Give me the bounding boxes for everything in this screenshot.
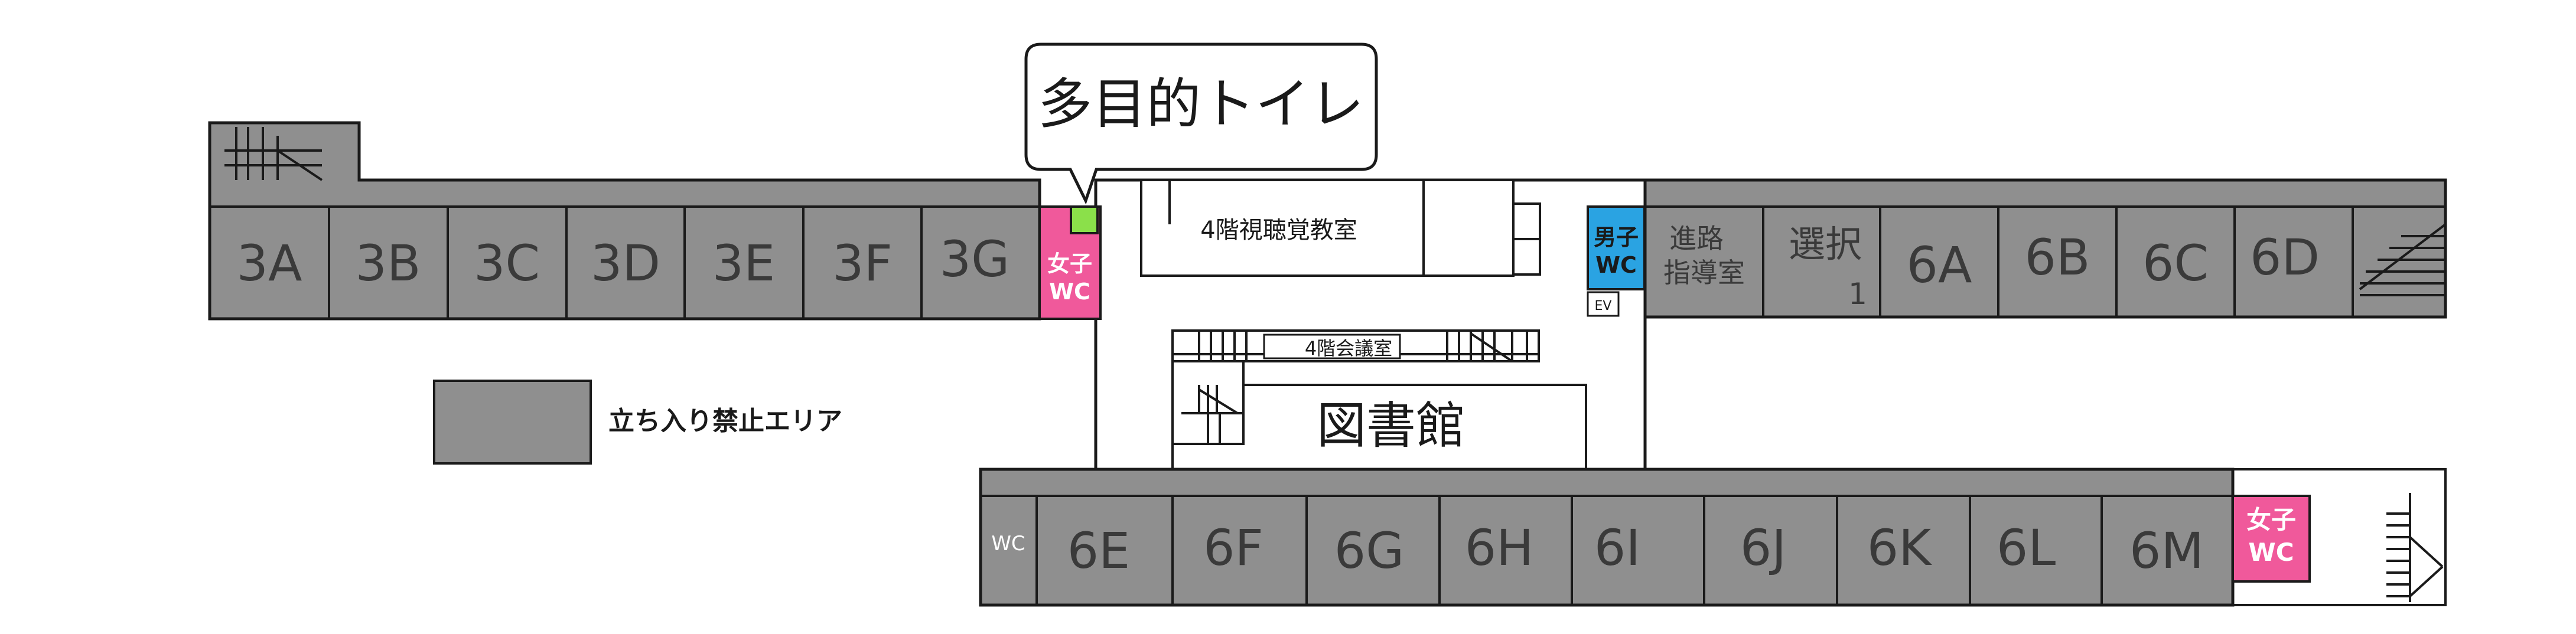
meeting-room — [1263, 334, 1401, 360]
svg-text:WC: WC — [1595, 252, 1637, 278]
elevator — [1587, 291, 1620, 317]
svg-text:男子: 男子 — [1594, 224, 1639, 250]
room-6d: 6D — [2250, 228, 2320, 286]
multipurpose-callout: 多目的トイレ — [1024, 43, 1378, 205]
room-3e: 3E — [712, 234, 776, 292]
stair-se — [2232, 468, 2447, 606]
meeting-room-label: 4階会議室 — [1305, 337, 1392, 360]
room-6m: 6M — [2129, 522, 2204, 580]
north-east-wing: 進路 指導室 選択 1 6A 6B 6C 6D — [1643, 178, 2447, 319]
room-6i: 6I — [1594, 519, 1640, 577]
north-west-wing: 3A 3B 3C 3D 3E 3F 3G — [208, 121, 1041, 321]
room-6l: 6L — [1997, 519, 2056, 577]
room-6g: 6G — [1334, 522, 1405, 580]
stair-nw — [224, 127, 323, 181]
library-stairs — [1181, 385, 1243, 443]
room-6a: 6A — [1907, 236, 1972, 294]
room-6b: 6B — [2024, 228, 2090, 286]
room-3g: 3G — [940, 230, 1010, 288]
legend-label: 立ち入り禁止エリア — [608, 406, 842, 436]
room-6j: 6J — [1740, 519, 1786, 577]
meeting-stairs — [1173, 331, 1539, 362]
svg-text:女子: 女子 — [2246, 505, 2296, 534]
room-6c: 6C — [2142, 234, 2209, 292]
room-6e: 6E — [1067, 522, 1131, 580]
room-6f: 6F — [1203, 519, 1263, 577]
elective-room-label: 選択 — [1789, 223, 1862, 266]
room-6k: 6K — [1867, 519, 1932, 577]
stair-ne — [2359, 223, 2447, 296]
room-3b: 3B — [355, 234, 421, 292]
legend: 立ち入り禁止エリア — [433, 380, 842, 465]
room-3c: 3C — [474, 234, 540, 292]
south-wing: WC 6E 6F 6G 6H 6I 6J 6K 6L 6M — [979, 468, 2235, 607]
multipurpose-toilet — [1070, 205, 1099, 234]
room-3d: 3D — [591, 234, 660, 292]
av-room-label: 4階視聴覚教室 — [1200, 217, 1357, 244]
av-room — [1140, 179, 1515, 277]
legend-swatch — [433, 380, 592, 465]
center-block: 4階視聴覚教室 4階会議室 — [1094, 178, 1647, 471]
svg-text:WC: WC — [2248, 538, 2294, 567]
elevator-label: EV — [1595, 299, 1612, 313]
guidance-room-line1: 進路 — [1669, 223, 1724, 254]
guidance-room-line2: 指導室 — [1663, 257, 1745, 289]
elective-room-number: 1 — [1848, 277, 1867, 311]
room-3f: 3F — [832, 234, 893, 292]
callout-label: 多目的トイレ — [1038, 73, 1364, 136]
library-label: 図書館 — [1317, 397, 1466, 455]
wc-small: WC — [991, 532, 1025, 555]
room-6h: 6H — [1465, 519, 1534, 577]
svg-text:女子: 女子 — [1047, 251, 1092, 277]
mens-wc: 男子 WC — [1587, 205, 1646, 290]
svg-text:WC: WC — [1049, 279, 1090, 305]
womens-wc-south: 女子 WC — [2232, 495, 2311, 583]
room-3a: 3A — [237, 234, 302, 292]
